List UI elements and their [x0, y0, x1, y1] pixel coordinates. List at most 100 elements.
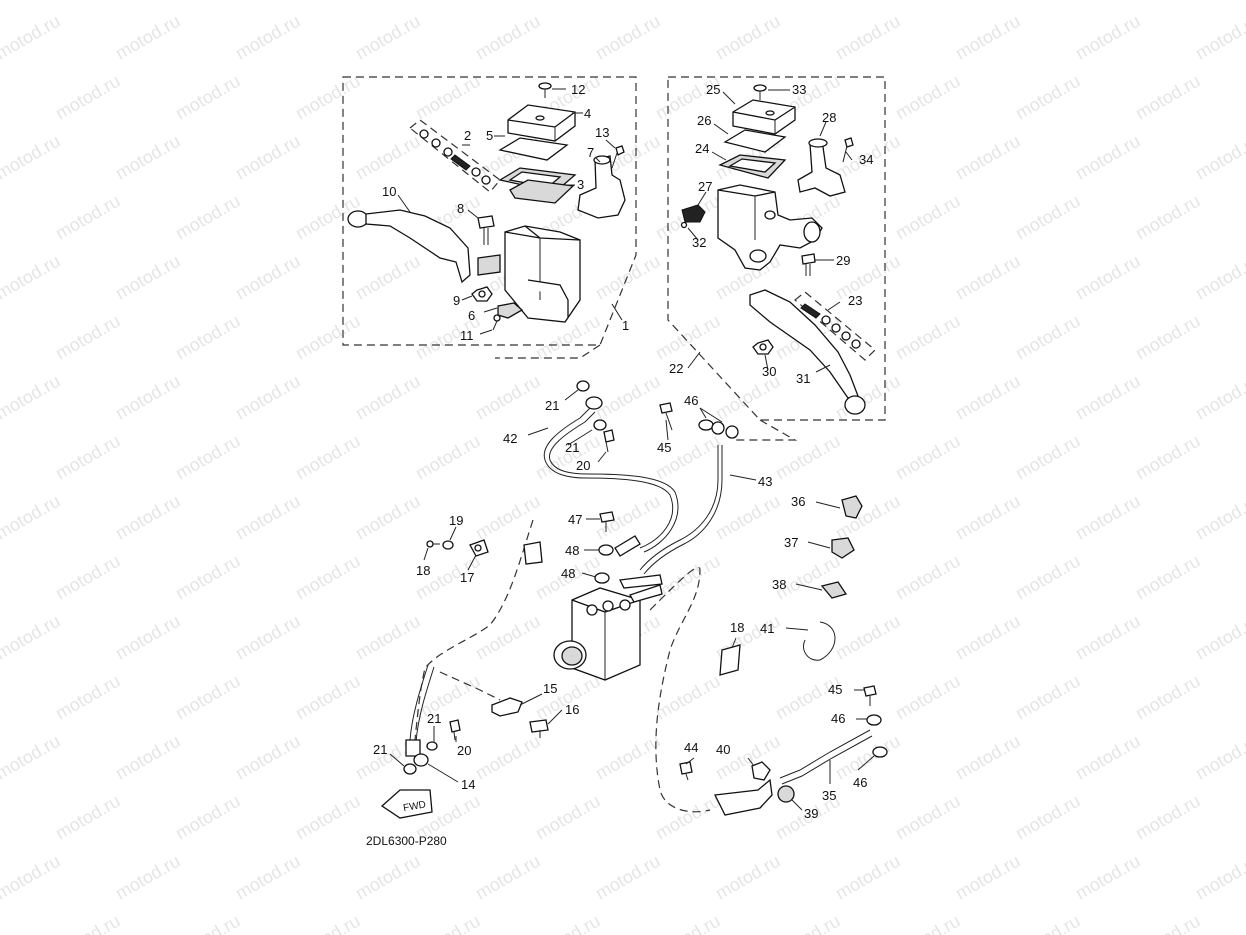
callout-36: 36: [791, 494, 805, 509]
watermark-text: motod.ru: [292, 71, 364, 124]
watermark-text: motod.ru: [0, 791, 4, 844]
watermark-text: motod.ru: [1012, 191, 1084, 244]
watermark-text: motod.ru: [112, 251, 184, 304]
watermark-text: motod.ru: [52, 551, 124, 604]
watermark-text: motod.ru: [592, 851, 664, 904]
watermark-text: motod.ru: [1072, 491, 1144, 544]
watermark-text: motod.ru: [472, 731, 544, 784]
watermark-text: motod.ru: [0, 0, 4, 3]
callout-24: 24: [695, 141, 709, 156]
watermark-text: motod.ru: [1192, 251, 1246, 304]
watermark-text: motod.ru: [352, 851, 424, 904]
watermark-text: motod.ru: [232, 731, 304, 784]
watermark-text: motod.ru: [1132, 791, 1204, 844]
watermark-text: motod.ru: [1132, 311, 1204, 364]
watermark-text: motod.ru: [172, 71, 244, 124]
watermark-text: motod.ru: [1012, 311, 1084, 364]
callout-4: 4: [584, 106, 591, 121]
watermark-text: motod.ru: [112, 131, 184, 184]
watermark-text: motod.ru: [292, 791, 364, 844]
watermark-text: motod.ru: [1072, 611, 1144, 664]
watermark-text: motod.ru: [472, 11, 544, 64]
watermark-text: motod.ru: [832, 851, 904, 904]
watermark-text: motod.ru: [472, 491, 544, 544]
watermark-text: motod.ru: [1132, 911, 1204, 935]
watermark-text: motod.ru: [0, 311, 4, 364]
watermark-text: motod.ru: [1012, 671, 1084, 724]
watermark-text: motod.ru: [52, 311, 124, 364]
watermark-text: motod.ru: [112, 11, 184, 64]
watermark-text: motod.ru: [52, 0, 124, 3]
watermark-text: motod.ru: [352, 731, 424, 784]
watermark-text: motod.ru: [1012, 791, 1084, 844]
callout-20-a: 20: [576, 458, 590, 473]
watermark-text: motod.ru: [952, 731, 1024, 784]
watermark-text: motod.ru: [952, 491, 1024, 544]
watermark-text: motod.ru: [52, 191, 124, 244]
watermark-text: motod.ru: [952, 11, 1024, 64]
watermark-text: motod.ru: [592, 371, 664, 424]
callout-1: 1: [622, 318, 629, 333]
watermark-text: motod.ru: [0, 551, 4, 604]
watermark-text: motod.ru: [1012, 71, 1084, 124]
watermark-text: motod.ru: [472, 371, 544, 424]
watermark-text: motod.ru: [0, 491, 64, 544]
watermark-text: motod.ru: [652, 791, 724, 844]
watermark-text: motod.ru: [412, 431, 484, 484]
callout-20-b: 20: [457, 743, 471, 758]
watermark-text: motod.ru: [0, 911, 4, 935]
watermark-text: motod.ru: [412, 0, 484, 3]
watermark-text: motod.ru: [292, 911, 364, 935]
right-group-leader: [735, 419, 798, 441]
watermark-text: motod.ru: [0, 671, 4, 724]
watermark-text: motod.ru: [112, 851, 184, 904]
callout-32: 32: [692, 235, 706, 250]
watermark-text: motod.ru: [172, 431, 244, 484]
watermark-text: motod.ru: [1192, 851, 1246, 904]
watermark-text: motod.ru: [1132, 431, 1204, 484]
watermark-text: motod.ru: [172, 311, 244, 364]
watermark-text: motod.ru: [232, 371, 304, 424]
watermark-text: motod.ru: [352, 371, 424, 424]
callout-48-b: 48: [561, 566, 575, 581]
watermark-text: motod.ru: [532, 791, 604, 844]
callout-30: 30: [762, 364, 776, 379]
callout-27: 27: [698, 179, 712, 194]
watermark-text: motod.ru: [112, 731, 184, 784]
watermark-text: motod.ru: [1132, 71, 1204, 124]
watermark-text: motod.ru: [112, 491, 184, 544]
watermark-text: motod.ru: [532, 911, 604, 935]
callout-48-a: 48: [565, 543, 579, 558]
callout-9: 9: [453, 293, 460, 308]
watermark-text: motod.ru: [1132, 671, 1204, 724]
watermark-text: motod.ru: [352, 131, 424, 184]
callout-5: 5: [486, 128, 493, 143]
watermark-text: motod.ru: [952, 131, 1024, 184]
watermark-text: motod.ru: [1192, 731, 1246, 784]
callout-19: 19: [449, 513, 463, 528]
watermark-text: motod.ru: [172, 191, 244, 244]
watermark-text: motod.ru: [172, 911, 244, 935]
watermark-text: motod.ru: [472, 611, 544, 664]
watermark-text: motod.ru: [292, 0, 364, 3]
watermark-text: motod.ru: [772, 0, 844, 3]
right-master-cylinder-assembly: [680, 84, 876, 415]
watermark-text: motod.ru: [652, 551, 724, 604]
watermark-text: motod.ru: [952, 251, 1024, 304]
watermark-text: motod.ru: [0, 731, 64, 784]
watermark-text: motod.ru: [1132, 0, 1204, 3]
watermark-text: motod.ru: [412, 671, 484, 724]
callout-18-b: 18: [730, 620, 744, 635]
callout-labels: 12 4 5 2 13 7 3 10 8 9 6 11 1 25 33 26 2…: [366, 82, 873, 848]
callout-26: 26: [697, 113, 711, 128]
callout-35: 35: [822, 788, 836, 803]
watermark-text: motod.ru: [352, 611, 424, 664]
callout-7: 7: [587, 145, 594, 160]
callout-3: 3: [577, 177, 584, 192]
abs-hydraulic-assembly: [403, 380, 739, 813]
watermark-text: motod.ru: [532, 431, 604, 484]
watermark-text: motod.ru: [112, 371, 184, 424]
callout-33: 33: [792, 82, 806, 97]
watermark-text: motod.ru: [832, 491, 904, 544]
